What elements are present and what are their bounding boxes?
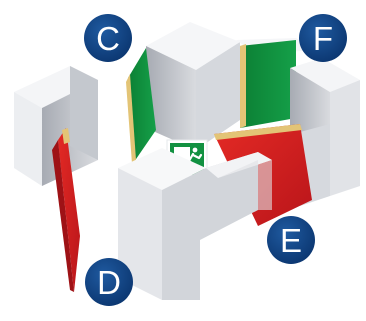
- badge-f: F: [299, 14, 347, 62]
- badge-e: E: [267, 216, 315, 264]
- badge-e-label: E: [280, 222, 302, 259]
- badge-d: D: [85, 258, 133, 306]
- badge-c-label: C: [96, 20, 120, 57]
- badge-c: C: [84, 14, 132, 62]
- badge-d-label: D: [97, 264, 121, 301]
- back-left-wall: [146, 22, 240, 150]
- badge-f-label: F: [313, 20, 333, 57]
- front-corner-wall: [118, 148, 272, 300]
